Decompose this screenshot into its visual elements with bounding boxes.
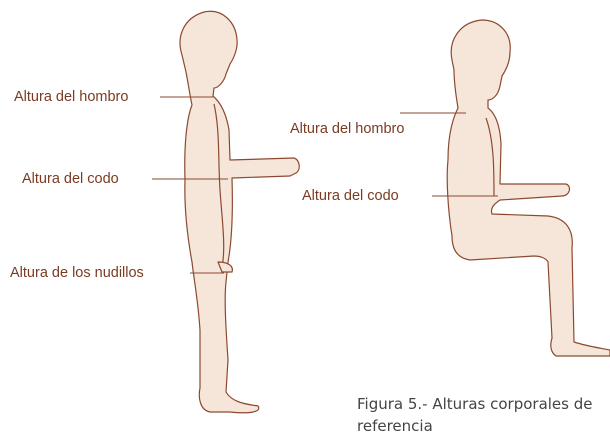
standing-knuckle-label: Altura de los nudillos — [10, 265, 144, 281]
seated-person — [447, 20, 610, 356]
seated-elbow-label: Altura del codo — [302, 188, 399, 204]
figure-caption: Figura 5.- Alturas corporales de referen… — [357, 393, 610, 437]
seated-shoulder-label: Altura del hombro — [290, 121, 404, 137]
standing-elbow-label: Altura del codo — [22, 171, 119, 187]
standing-shoulder-label: Altura del hombro — [14, 89, 128, 105]
standing-person — [180, 11, 299, 412]
